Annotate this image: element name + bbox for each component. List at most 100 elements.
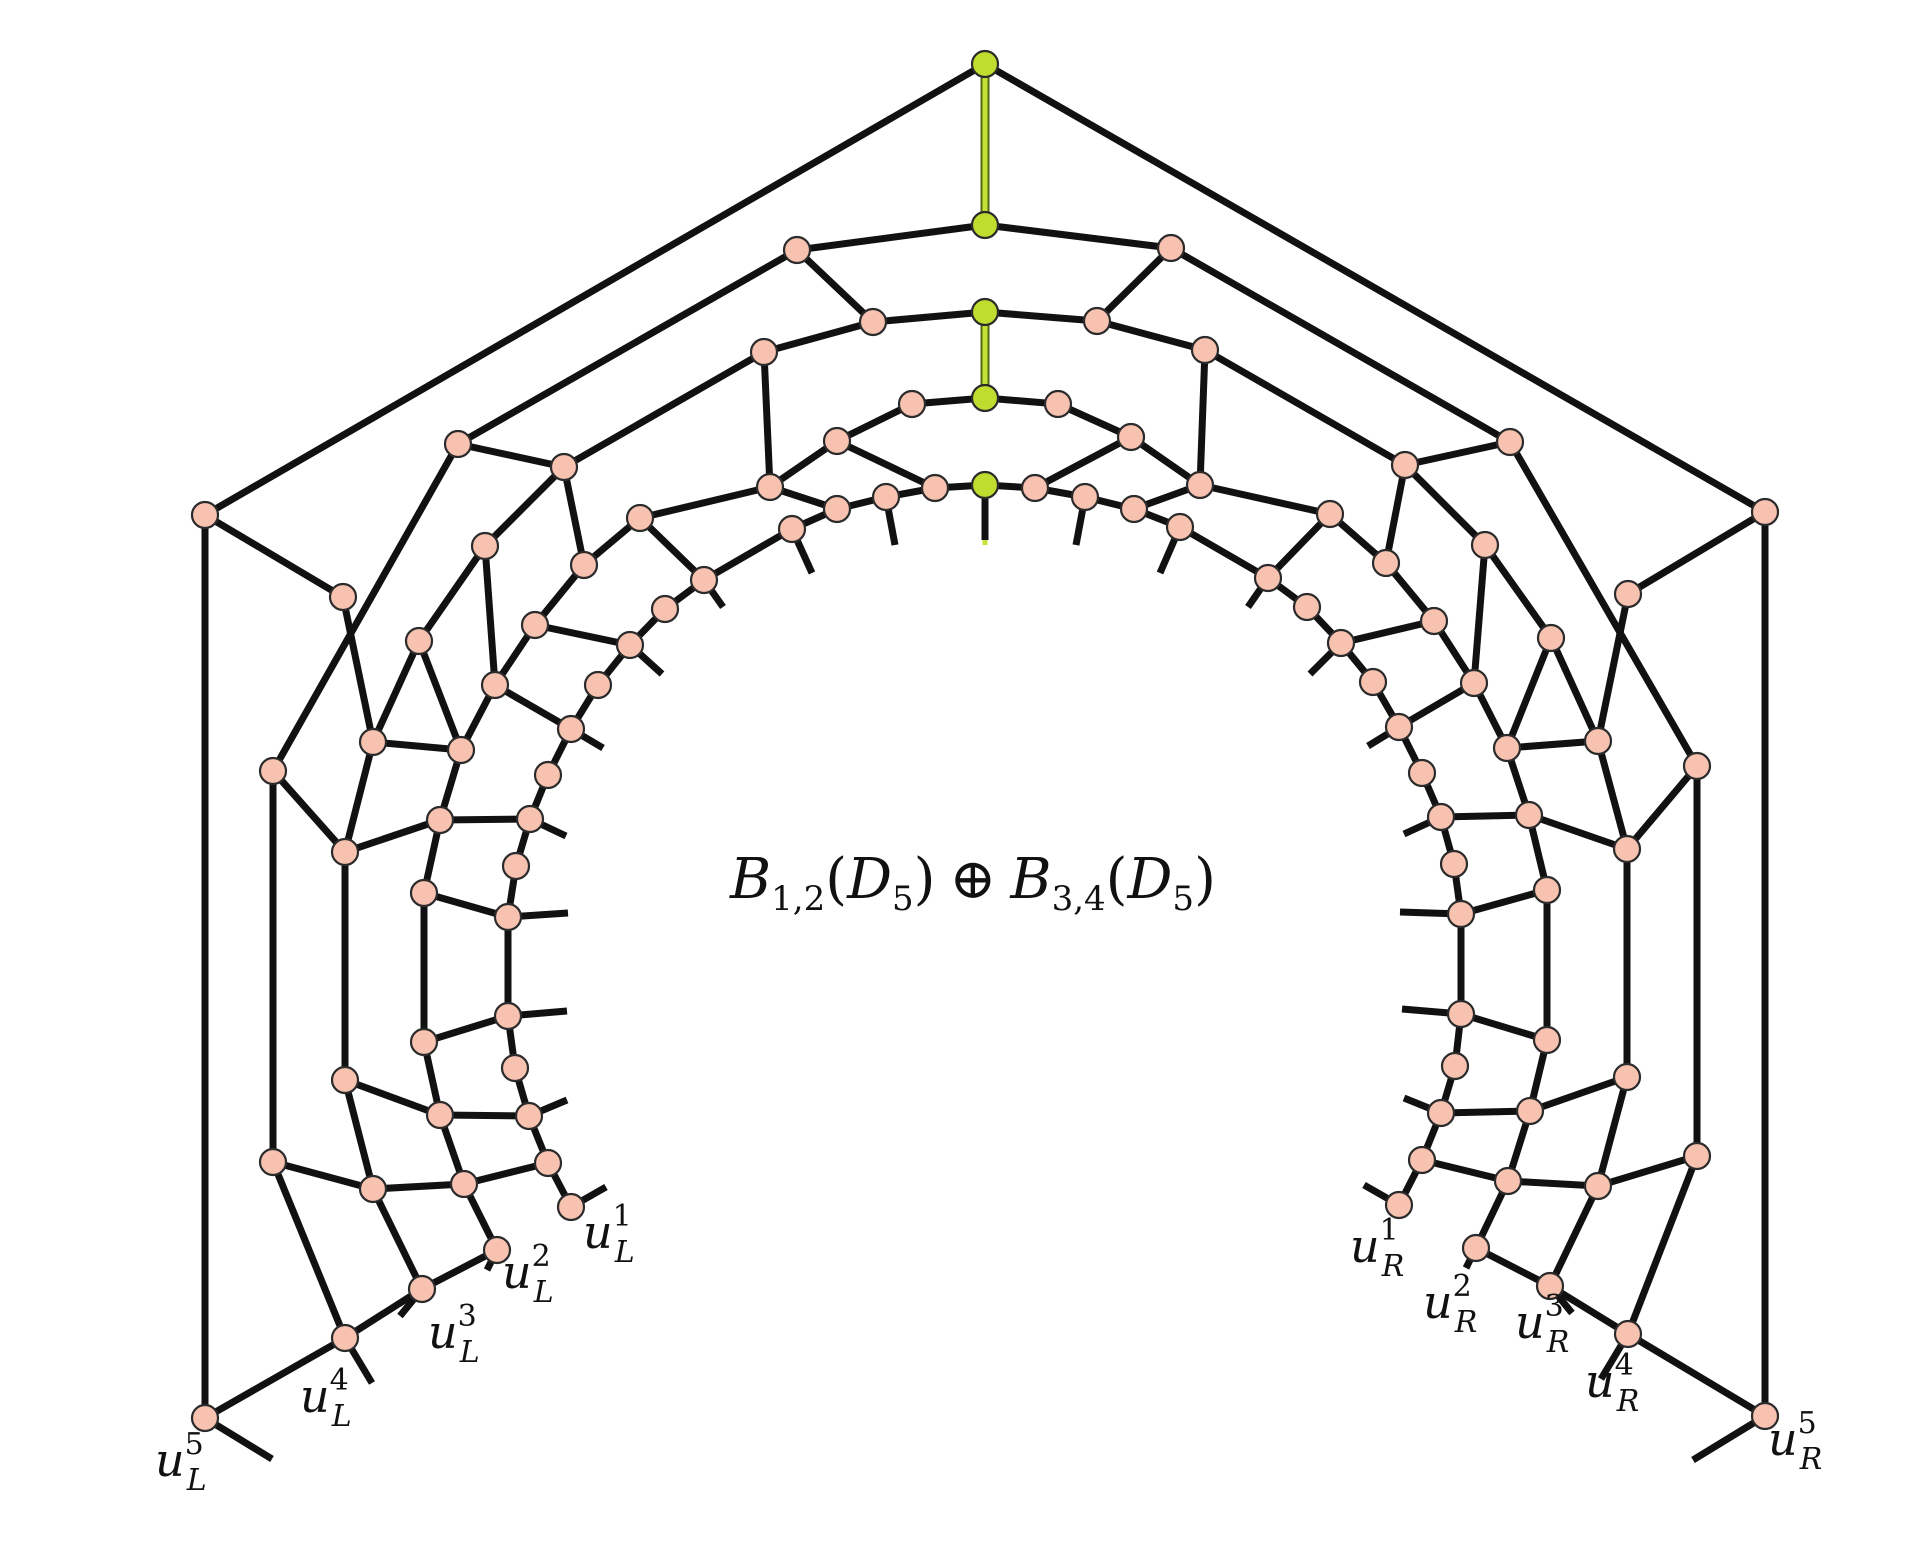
vertex — [443, 429, 473, 459]
edge — [1401, 438, 1514, 469]
vertex — [1613, 1319, 1643, 1349]
vertex — [1495, 427, 1525, 457]
edge — [981, 221, 1175, 252]
vertex — [407, 1274, 437, 1304]
edge — [1594, 590, 1632, 745]
vertex — [1419, 606, 1449, 636]
axis-vertex — [970, 470, 1000, 500]
edge — [1624, 1152, 1701, 1338]
vertex — [500, 1053, 530, 1083]
edge — [1395, 679, 1478, 731]
edge — [269, 1158, 349, 1342]
edge — [1196, 481, 1334, 518]
vertex — [1156, 233, 1186, 263]
vertex — [1326, 628, 1356, 658]
edge — [454, 246, 801, 448]
vertex — [358, 1174, 388, 1204]
vertex — [777, 514, 807, 544]
edge — [454, 440, 568, 471]
edge — [560, 348, 768, 471]
edge — [341, 738, 377, 856]
edge — [1525, 811, 1631, 853]
vertex — [1185, 470, 1215, 500]
edge — [700, 525, 796, 584]
vertex — [1190, 335, 1220, 365]
vertex — [556, 714, 586, 744]
vertex — [755, 472, 785, 502]
vertex — [1384, 712, 1414, 742]
vertex — [480, 670, 510, 700]
vertex — [1470, 530, 1500, 560]
axis-vertex — [970, 210, 1000, 240]
edge — [269, 767, 349, 856]
vertex — [1612, 834, 1642, 864]
vertex — [330, 1323, 360, 1353]
vertex — [1750, 497, 1780, 527]
edge — [1457, 1010, 1551, 1044]
vertex — [1426, 802, 1456, 832]
vertex — [1536, 623, 1566, 653]
edge — [201, 511, 347, 601]
edge — [1503, 737, 1602, 752]
vertex — [822, 494, 852, 524]
vertex — [449, 1169, 479, 1199]
vertex — [409, 878, 439, 908]
vertex — [822, 426, 852, 456]
vertex — [258, 756, 288, 786]
vertex — [1492, 733, 1522, 763]
vertex — [425, 805, 455, 835]
vertex — [514, 1101, 544, 1131]
vertex — [330, 837, 360, 867]
vertex — [569, 550, 599, 580]
vertex — [1407, 758, 1437, 788]
vertex — [1750, 1401, 1780, 1431]
vertex — [409, 1027, 439, 1057]
vertex — [190, 500, 220, 530]
edge — [1196, 346, 1209, 489]
vertex — [1532, 1025, 1562, 1055]
edge — [420, 889, 512, 921]
vertex — [1390, 450, 1420, 480]
edge — [339, 593, 377, 746]
edge — [415, 542, 489, 645]
edge — [981, 308, 1101, 325]
vertex — [1493, 1166, 1523, 1196]
vertex — [1532, 875, 1562, 905]
vertex — [404, 626, 434, 656]
edge — [341, 816, 444, 856]
edge — [201, 60, 989, 519]
edge — [369, 1180, 468, 1193]
edge — [341, 1076, 444, 1119]
edge — [1504, 1177, 1602, 1190]
vertex — [446, 735, 476, 765]
edge — [1093, 317, 1209, 354]
edge — [1526, 1073, 1631, 1115]
vertex — [1116, 422, 1146, 452]
vertex — [1514, 800, 1544, 830]
edge — [1457, 886, 1551, 918]
edge — [1503, 634, 1555, 752]
edge — [833, 437, 939, 492]
edge — [636, 483, 774, 522]
edge — [420, 1012, 512, 1046]
vertex — [615, 630, 645, 660]
vertex — [749, 337, 779, 367]
edge — [760, 318, 877, 356]
edge — [1382, 461, 1409, 567]
vertex — [782, 235, 812, 265]
edge — [1437, 811, 1533, 821]
edge — [636, 514, 708, 584]
edge — [560, 463, 588, 569]
edge — [369, 637, 423, 746]
